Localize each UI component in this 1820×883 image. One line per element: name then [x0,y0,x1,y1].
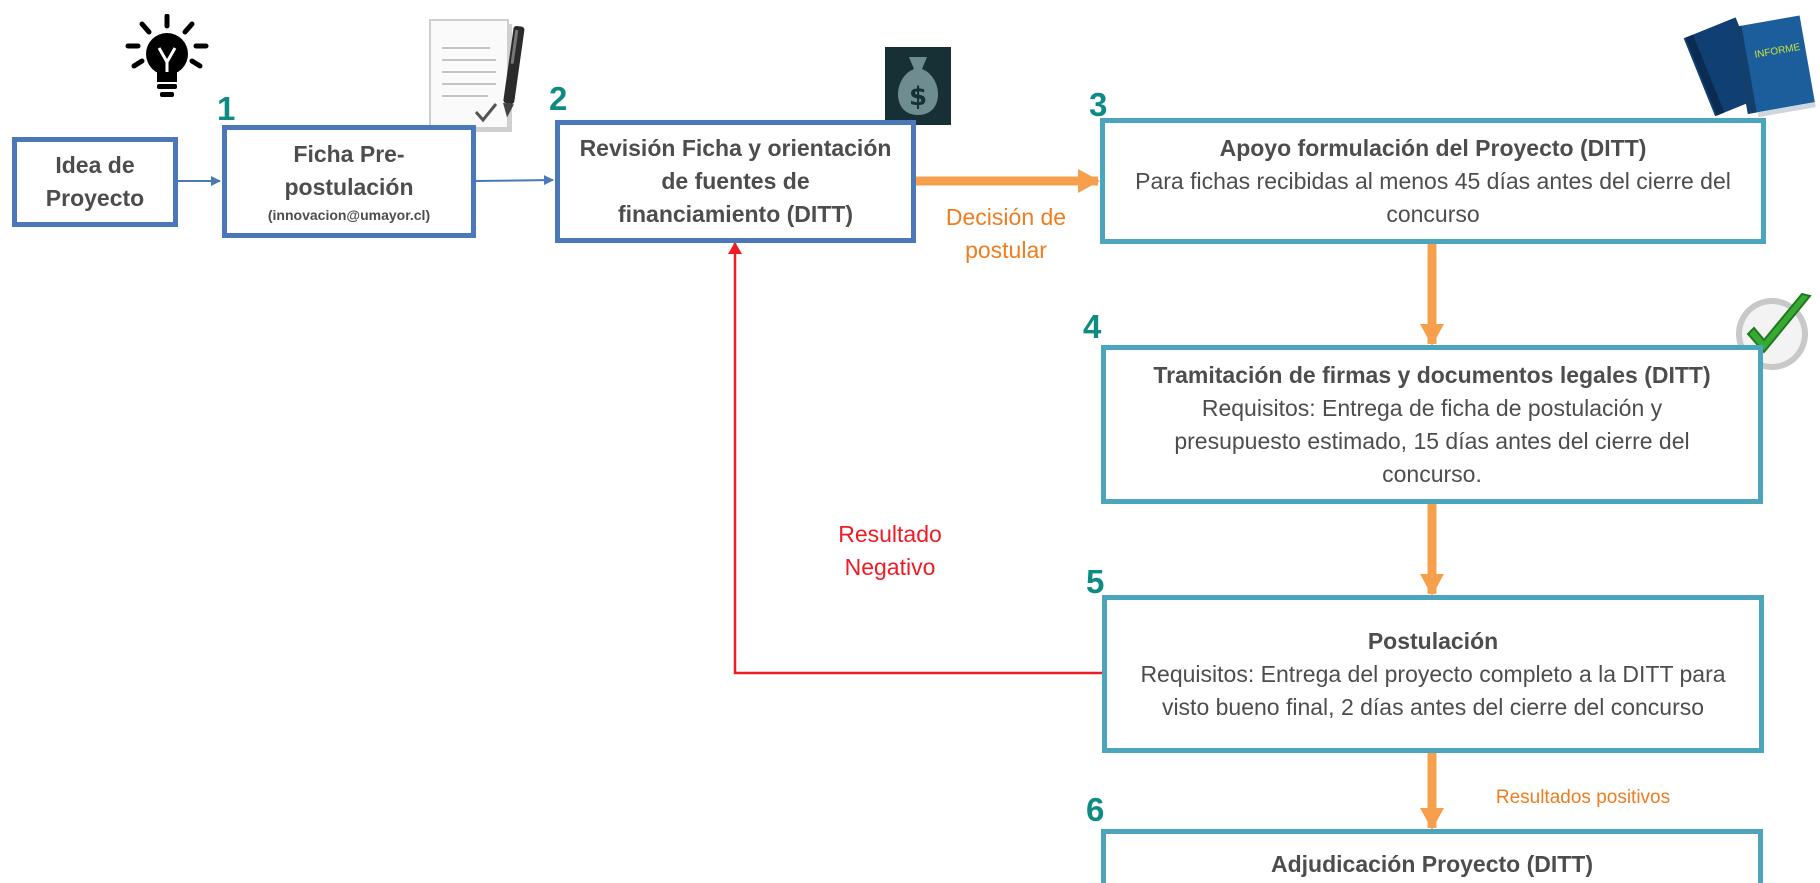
box-revision-ficha: Revisión Ficha y orientación de fuentes … [555,120,916,243]
postulacion-title: Postulación [1367,627,1499,654]
step-number-6: 6 [1086,791,1105,828]
label-resultado-negativo: Resultado Negativo [838,521,942,580]
idea-title: Idea de Proyecto [45,152,145,211]
money-symbol: $ [909,82,927,112]
label-resultados-positivos: Resultados positivos [1495,787,1671,808]
step-number-3: 3 [1089,86,1108,123]
step-number-1: 1 [217,90,236,127]
adjudicacion-title: Adjudicación Proyecto (DITT) [1270,851,1594,877]
report-books-icon: INFORME [1683,15,1816,118]
label-decision-postular: Decisión de postular [945,204,1067,263]
money-bag-icon: $ [885,47,951,125]
step-number-4: 4 [1083,308,1102,345]
ficha-title: Ficha Pre-postulación [284,140,414,200]
apoyo-body: Para fichas recibidas al menos 45 días a… [1135,167,1731,227]
ficha-email: (innovacion@umayor.cl) [267,206,431,223]
box-postulacion: Postulación Requisitos: Entrega del proy… [1102,595,1764,753]
arrow-ficha-to-revision [475,175,554,186]
document-pen-icon [429,19,525,132]
revision-title: Revisión Ficha y orientación de fuentes … [579,135,892,227]
step-number-2: 2 [549,80,568,117]
box-ficha-prepostulacion: Ficha Pre-postulación (innovacion@umayor… [222,125,476,238]
box-idea-proyecto: Idea de Proyecto [12,137,178,227]
box-adjudicacion: Adjudicación Proyecto (DITT) [1101,829,1763,883]
box-tramitacion: Tramitación de firmas y documentos legal… [1101,345,1763,504]
step-number-5: 5 [1086,563,1105,600]
tramitacion-body: Requisitos: Entrega de ficha de postulac… [1174,394,1690,487]
arrow-negative-feedback [728,242,1102,675]
tramitacion-title: Tramitación de firmas y documentos legal… [1153,361,1711,388]
apoyo-title: Apoyo formulación del Proyecto (DITT) [1219,134,1647,161]
lightbulb-icon [125,14,209,97]
postulacion-body: Requisitos: Entrega del proyecto complet… [1140,660,1726,720]
box-apoyo-formulacion: Apoyo formulación del Proyecto (DITT) Pa… [1100,118,1766,244]
